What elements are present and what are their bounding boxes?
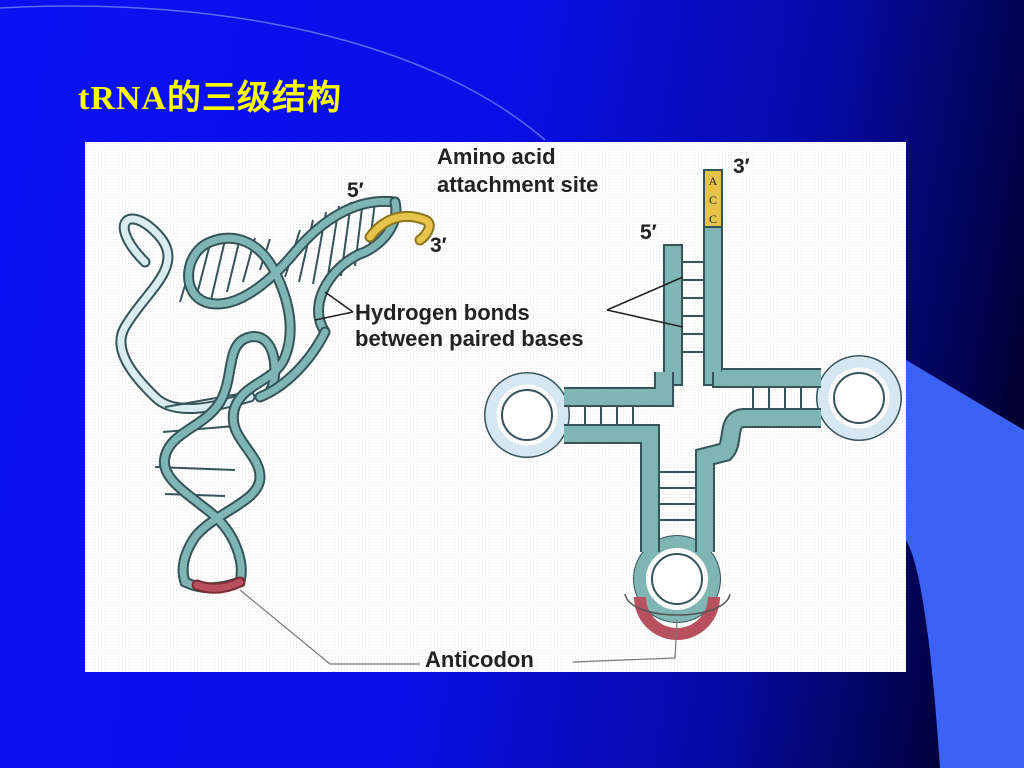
cloverleaf-base-pairs <box>584 261 802 521</box>
acceptor-stem-5prime <box>663 244 683 386</box>
trna-diagram: 5′ 3′ A C C <box>115 144 902 672</box>
anticodon-label: Anticodon <box>425 647 534 672</box>
decor-right-shape <box>906 360 1024 768</box>
acceptor-stem-3prime <box>703 226 723 386</box>
tertiary-structure-model <box>115 195 435 594</box>
slide-title: tRNA的三级结构 <box>78 80 342 117</box>
cloverleaf-structure: A C C <box>484 169 902 640</box>
anticodon-bracket <box>624 593 731 616</box>
right-3prime-label: 3′ <box>733 155 750 178</box>
amino-acid-label-line1: Amino acid <box>437 144 556 169</box>
anticodon-bases <box>634 596 720 640</box>
hydrogen-bonds-label-line1: Hydrogen bonds <box>355 300 530 325</box>
acc-tail <box>703 169 723 228</box>
trna-figure: 5′ 3′ A C C <box>85 142 906 672</box>
acc-base-2: C <box>709 193 717 207</box>
acc-base-3: C <box>709 212 717 226</box>
left-5prime-label: 5′ <box>347 179 364 202</box>
anticodon-pointers <box>239 589 678 665</box>
hydrogen-bonds-label-line2: between paired bases <box>355 326 584 351</box>
acc-base-1: A <box>709 174 718 188</box>
t-loop <box>817 356 901 440</box>
decor-arc-line <box>0 5 546 141</box>
anticodon-loop <box>634 536 720 622</box>
d-loop <box>485 373 569 457</box>
right-5prime-label: 5′ <box>640 221 657 244</box>
left-3prime-label: 3′ <box>430 234 447 257</box>
hydrogen-bonds-pointers <box>314 276 684 328</box>
amino-acid-label-line2: attachment site <box>437 172 598 197</box>
